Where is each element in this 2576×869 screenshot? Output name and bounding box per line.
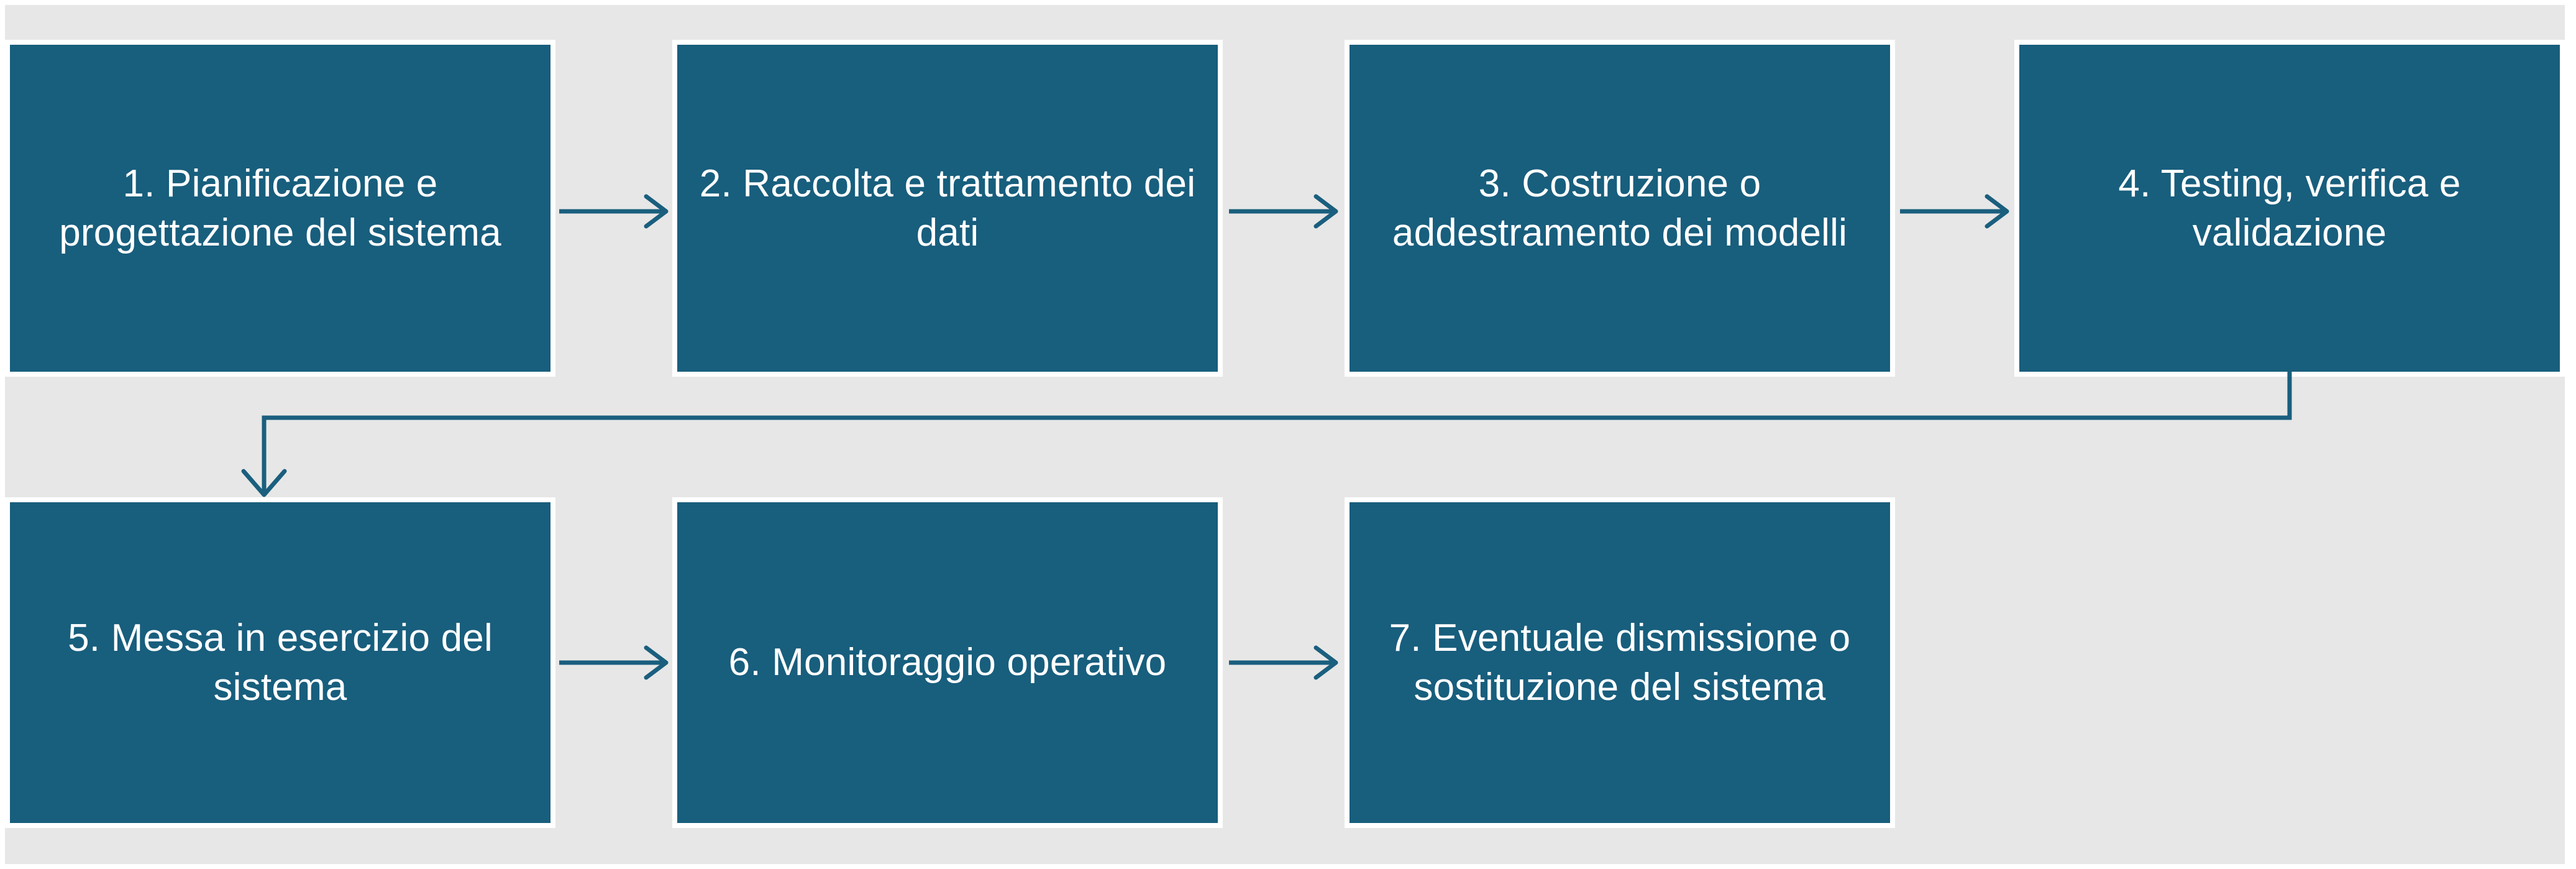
- flow-node-step-7[interactable]: 7. Eventuale dismissione o sostituzione …: [1345, 497, 1895, 828]
- connector-arrow-4-5: [241, 370, 2299, 503]
- flow-node-label: 4. Testing, verifica e validazione: [2118, 162, 2461, 254]
- flow-node-label: 6. Monitoraggio operativo: [728, 641, 1167, 684]
- connector-arrow-1-2: [559, 186, 671, 236]
- flow-node-label: 7. Eventuale dismissione o sostituzione …: [1389, 616, 1851, 709]
- connector-arrow-5-6: [559, 638, 671, 687]
- flow-node-step-1[interactable]: 1. Pianificazione e progettazione del si…: [5, 40, 555, 377]
- flow-node-step-2[interactable]: 2. Raccolta e trattamento dei dati: [672, 40, 1223, 377]
- flow-node-label: 2. Raccolta e trattamento dei dati: [699, 162, 1196, 254]
- flow-node-step-6[interactable]: 6. Monitoraggio operativo: [672, 497, 1223, 828]
- flow-node-step-4[interactable]: 4. Testing, verifica e validazione: [2014, 40, 2565, 377]
- connector-arrow-3-4: [1900, 186, 2012, 236]
- flow-node-label: 3. Costruzione o addestramento dei model…: [1392, 162, 1848, 254]
- flow-node-label: 5. Messa in esercizio del sistema: [68, 616, 493, 709]
- flow-node-label: 1. Pianificazione e progettazione del si…: [59, 162, 501, 254]
- flow-node-step-3[interactable]: 3. Costruzione o addestramento dei model…: [1345, 40, 1895, 377]
- flow-node-step-5[interactable]: 5. Messa in esercizio del sistema: [5, 497, 555, 828]
- connector-arrow-2-3: [1229, 186, 1341, 236]
- connector-arrow-6-7: [1229, 638, 1341, 687]
